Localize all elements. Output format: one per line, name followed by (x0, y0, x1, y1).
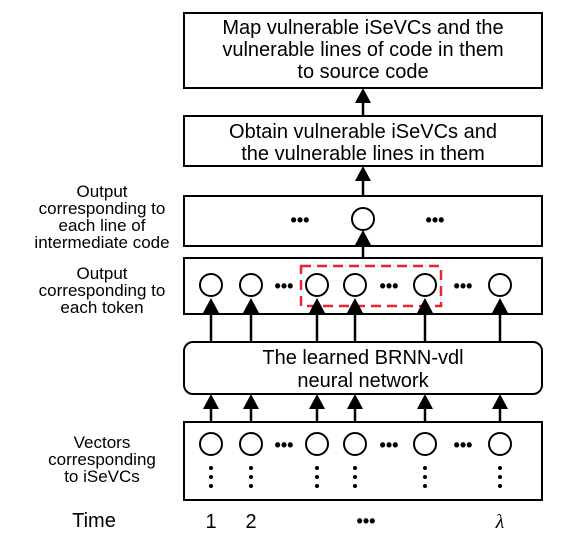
input-vectors-box (183, 421, 543, 501)
input-vertical-ellipsis-3 (315, 466, 319, 488)
label-output-token-1: Output (76, 264, 127, 283)
line-output-ellipsis-right: ••• (426, 210, 445, 230)
token-output-node-5 (413, 273, 437, 297)
input-node-3 (305, 432, 329, 456)
token-output-ellipsis-3: ••• (454, 276, 473, 296)
map-to-source-box (183, 12, 543, 89)
arrowhead-brnn-3 (309, 394, 325, 409)
time-tick-ellipsis: ••• (357, 511, 376, 531)
vulnerable-line-highlight (299, 264, 443, 308)
token-output-ellipsis-1: ••• (275, 276, 294, 296)
token-output-ellipsis-2: ••• (380, 276, 399, 296)
input-node-4 (343, 432, 367, 456)
brnn-vdl-box (183, 341, 543, 395)
arrowhead-token-5 (417, 298, 433, 313)
input-node-6 (488, 432, 512, 456)
map-box-line-3: to source code (297, 61, 428, 83)
map-box-line-1: Map vulnerable iSeVCs and the (222, 17, 503, 39)
label-output-token-3: each token (60, 298, 143, 317)
input-ellipsis-1: ••• (275, 435, 294, 455)
input-vertical-ellipsis-2 (249, 466, 253, 488)
input-ellipsis-2: ••• (380, 435, 399, 455)
obtain-box-line-1: Obtain vulnerable iSeVCs and (229, 121, 497, 143)
arrowhead-brnn-4 (347, 394, 363, 409)
arrowhead-map (355, 88, 371, 103)
time-tick-1: 1 (205, 511, 216, 533)
label-time: Time (72, 510, 116, 532)
label-vectors-3: to iSeVCs (64, 467, 140, 486)
input-node-5 (413, 432, 437, 456)
time-tick-2: 2 (245, 511, 256, 533)
label-output-line-1: Output (76, 182, 127, 201)
input-vertical-ellipsis-4 (353, 466, 357, 488)
brnn-box-line-1: The learned BRNN-vdl (262, 347, 463, 369)
label-output-line-2: corresponding to (39, 199, 166, 218)
label-output-line-4: intermediate code (34, 233, 169, 252)
map-box-line-2: vulnerable lines of code in them (222, 39, 503, 61)
arrowhead-line-output (355, 230, 371, 245)
brnn-box-line-2: neural network (297, 370, 429, 392)
label-vectors-1: Vectors (74, 433, 131, 452)
time-tick-lambda: λ (495, 511, 505, 533)
arrowhead-brnn-6 (492, 394, 508, 409)
input-vertical-ellipsis-6 (498, 466, 502, 488)
label-output-token-2: corresponding to (39, 281, 166, 300)
arrowhead-token-4 (347, 298, 363, 313)
input-node-2 (239, 432, 263, 456)
input-ellipsis-3: ••• (454, 435, 473, 455)
token-output-node-6 (488, 273, 512, 297)
label-vectors-2: corresponding (48, 450, 156, 469)
line-output-ellipsis-left: ••• (291, 210, 310, 230)
label-output-line-3: each line of (59, 216, 146, 235)
arrowhead-brnn-5 (417, 394, 433, 409)
arrowhead-token-2 (243, 298, 259, 313)
arrowhead-token-6 (492, 298, 508, 313)
line-output-node (351, 207, 375, 231)
obtain-box-line-2: the vulnerable lines in them (241, 143, 484, 165)
arrowhead-token-3 (309, 298, 325, 313)
arrowhead-obtain (355, 166, 371, 181)
token-output-node-1 (199, 273, 223, 297)
input-vertical-ellipsis-5 (423, 466, 427, 488)
obtain-vulnerable-box (183, 115, 543, 167)
input-vertical-ellipsis-1 (209, 466, 213, 488)
arrowhead-token-1 (203, 298, 219, 313)
input-node-1 (199, 432, 223, 456)
arrowhead-brnn-1 (203, 394, 219, 409)
token-output-node-4 (343, 273, 367, 297)
token-output-node-3 (305, 273, 329, 297)
token-output-node-2 (239, 273, 263, 297)
arrowhead-brnn-2 (243, 394, 259, 409)
